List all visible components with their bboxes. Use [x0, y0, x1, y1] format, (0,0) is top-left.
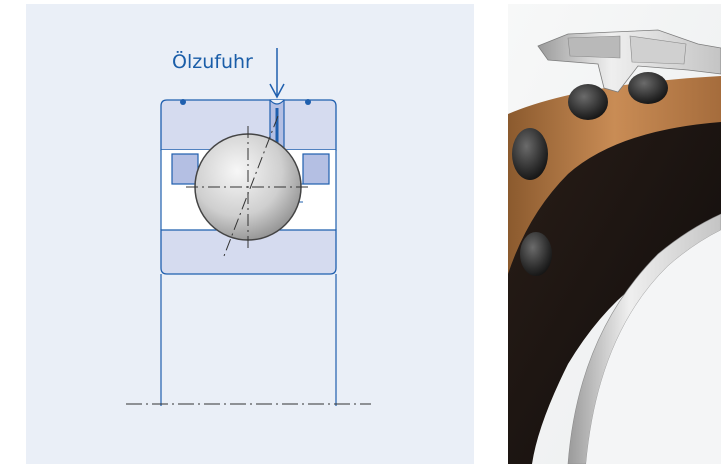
photo-ball-3	[512, 128, 548, 180]
photo-ball-1	[568, 84, 608, 120]
diagram-canvas: Ölzufuhr	[26, 4, 474, 464]
contact-angle-line	[223, 115, 279, 257]
bearing-section-diagram: Ölzufuhr	[26, 4, 474, 464]
oil-bore-opening	[269, 99, 285, 105]
amber-cage	[508, 76, 721, 274]
outer-ring-facet	[567, 35, 621, 59]
seal-dot-right	[305, 99, 311, 105]
bearing-bore	[586, 230, 721, 464]
cage-right	[302, 153, 330, 185]
cage-left	[171, 153, 199, 185]
outer-ring-facet-2	[629, 35, 687, 65]
photo-canvas	[508, 4, 721, 464]
oil-feed-label: Ölzufuhr	[172, 50, 253, 73]
bearing-photo	[508, 4, 721, 464]
photo-ball-4	[520, 232, 552, 276]
photo-ball-2	[628, 72, 668, 104]
seal-dot-left	[180, 99, 186, 105]
oil-feed-arrow-head	[269, 83, 285, 99]
outer-ring	[160, 99, 337, 151]
inner-ring	[160, 229, 337, 275]
